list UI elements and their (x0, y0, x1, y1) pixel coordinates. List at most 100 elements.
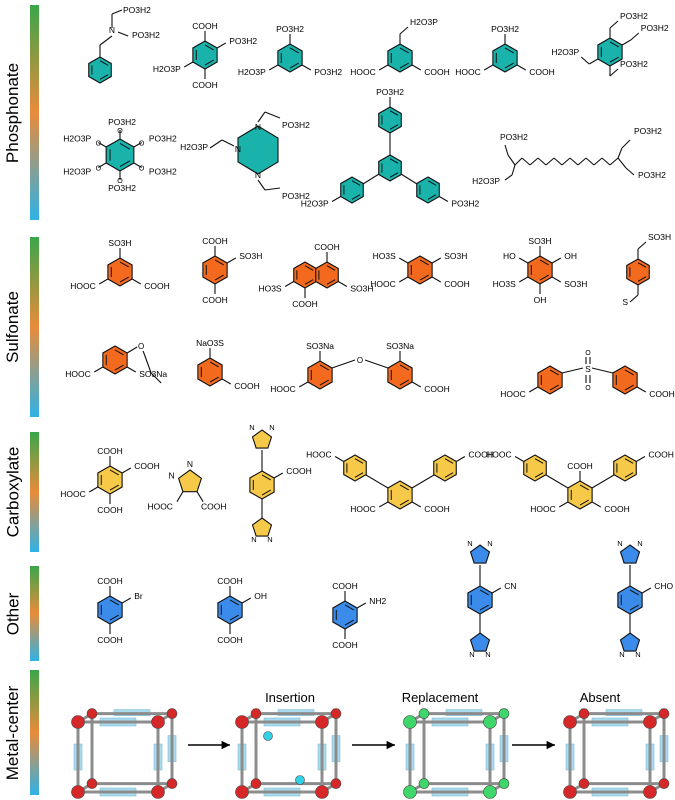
hooc-group-label: HOOC (306, 450, 332, 460)
so3h-group-label: SO3H (108, 238, 131, 248)
pyrazole-ring (251, 517, 273, 537)
cooh-group-label: COOH (217, 576, 243, 586)
bond (588, 58, 599, 65)
bond (553, 157, 563, 166)
metal-node (86, 708, 98, 719)
ring-double-bond (609, 56, 619, 63)
metal-node (578, 708, 590, 719)
ring-double-bond (344, 619, 354, 626)
po3h2-group-label: PO3H2 (229, 36, 257, 46)
so3na-group-label: SO3Na (139, 369, 167, 379)
po3h2-group-label: PO3H2 (314, 67, 342, 77)
bond (398, 257, 409, 264)
bond (528, 386, 539, 393)
oh-group-label: OH (254, 591, 267, 601)
metal-node (483, 715, 497, 729)
bond (617, 147, 623, 159)
ring-double-bond (319, 364, 329, 371)
bond (284, 281, 295, 287)
bond (411, 501, 422, 508)
bond (337, 281, 348, 287)
nitrogen-label: N (249, 423, 254, 432)
metal-node (71, 785, 85, 799)
bond (221, 378, 232, 385)
hooc-group-label: HOOC (486, 450, 512, 460)
so3h-group-label: SO3H (564, 279, 587, 289)
po3h2-group-label: PO3H2 (282, 191, 310, 201)
oxygen-label: O (139, 141, 145, 148)
bond (514, 456, 525, 462)
oxygen-label: O (585, 350, 591, 357)
metal-center-replacement-cube (403, 708, 510, 799)
bond (399, 26, 409, 35)
pyrazole-ring (251, 429, 273, 449)
pyrazole-ring (469, 632, 491, 652)
po3h2-group-label: PO3H2 (620, 59, 648, 69)
nitrogen-label: N (255, 122, 261, 132)
ring-double-bond (109, 614, 119, 621)
nitrogen-label: N (635, 650, 640, 659)
cooh-group-label: COOH (648, 450, 674, 460)
ring-double-bond (114, 364, 124, 371)
nitrogen-label: N (617, 539, 622, 548)
ring-double-bond (229, 599, 239, 606)
ring-double-bond (579, 499, 589, 506)
oxygen-label: O (117, 128, 123, 135)
ring-double-bond (204, 59, 214, 66)
carboxylate-gradient-bar (30, 432, 39, 552)
hooc-group-label: HOOC (530, 504, 556, 514)
so3na-group-label: SO3Na (306, 341, 334, 351)
ring-double-bond (389, 158, 399, 164)
bond (298, 381, 309, 388)
ring-double-bond (354, 458, 364, 464)
n-group-label: N (168, 470, 174, 480)
ring-double-bond (326, 279, 336, 285)
cooh-group-label: COOH (529, 67, 555, 77)
metal-node (658, 708, 670, 719)
bond (196, 491, 204, 502)
ho3s-group-label: HO3S (373, 251, 396, 261)
cooh-group-label: COOH (234, 381, 260, 391)
metal-node (658, 778, 670, 789)
ho-group-label: HO (503, 251, 516, 261)
ring-double-bond (119, 261, 129, 268)
bond (411, 381, 422, 388)
h2o3p-group-label: H2O3P (551, 47, 579, 57)
metal-node (315, 715, 329, 729)
cooh-group-label: COOH (604, 504, 630, 514)
bond (537, 157, 547, 166)
ring-double-bond (109, 469, 119, 476)
ring-double-bond (624, 458, 634, 464)
bond (183, 61, 194, 68)
metal-node (235, 785, 249, 799)
metal-node (250, 708, 262, 719)
bond (398, 276, 409, 283)
bond (331, 359, 356, 369)
bond (455, 456, 466, 462)
h2o3p-group-label: H2O3P (238, 67, 266, 77)
metal-node (250, 778, 262, 789)
ring-double-bond (579, 484, 589, 491)
so3na-group-label: SO3Na (386, 341, 414, 351)
hooc-group-label: HOOC (65, 369, 91, 379)
bond (591, 367, 614, 374)
po3h2-group-label: PO3H2 (108, 117, 136, 127)
ring-double-bond (304, 279, 314, 285)
metal-node (578, 778, 590, 789)
oxygen-label: O (96, 141, 102, 148)
ring-double-bond (109, 599, 119, 606)
bond (577, 157, 587, 166)
cooh-group-label: COOH (424, 67, 450, 77)
ring-double-bond (504, 62, 514, 69)
bond (356, 602, 367, 609)
bond (621, 39, 632, 46)
cooh-group-label: COOH (97, 576, 123, 586)
sulfonate-gradient-bar (30, 237, 39, 417)
bond (411, 64, 422, 71)
ring-double-bond (289, 47, 299, 54)
ring-double-bond (261, 489, 271, 496)
metal-node (86, 778, 98, 789)
bond (569, 157, 579, 166)
bond (131, 278, 142, 285)
cn-group-label: CN (504, 581, 516, 591)
